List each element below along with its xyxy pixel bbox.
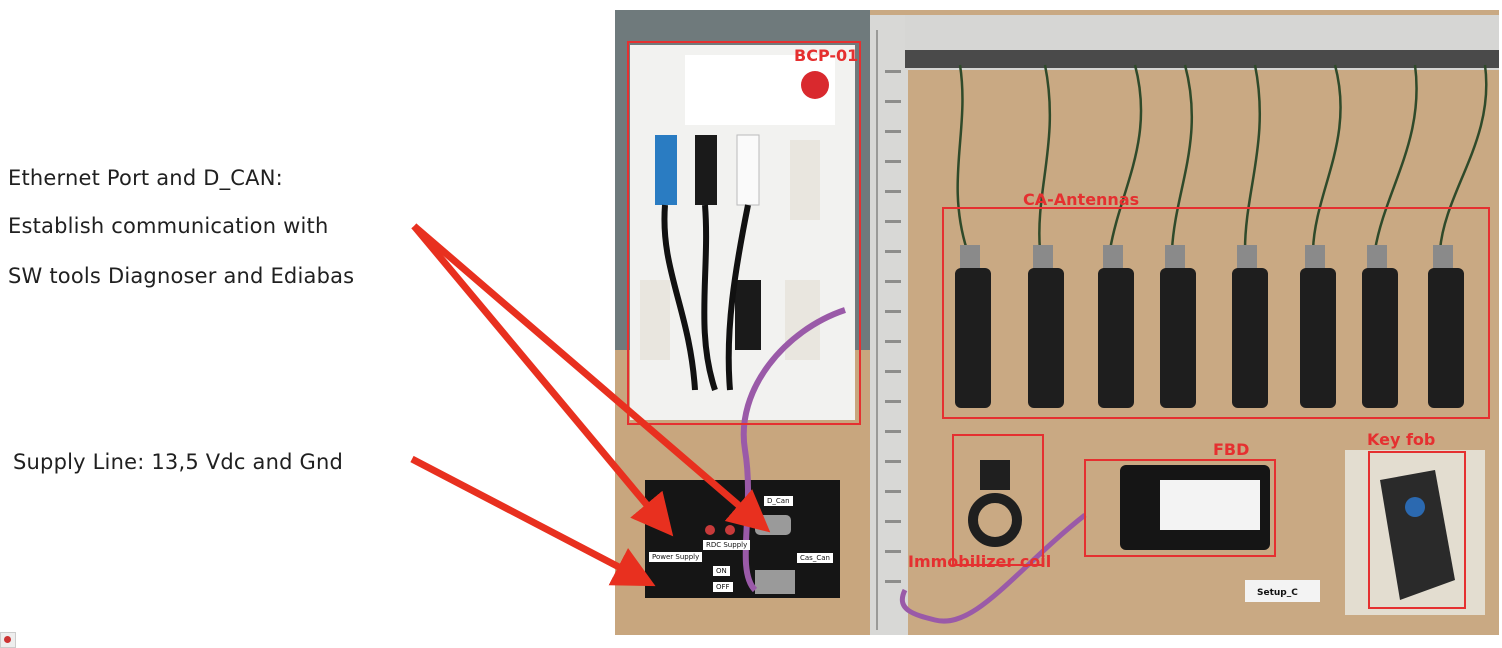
immobilizer-highlight [952, 434, 1044, 566]
test-setup-photo: BCP-01 CA-Antennas FBD Key fob Immobiliz… [615, 10, 1499, 635]
fbd-highlight [1084, 459, 1276, 557]
off-label: OFF [713, 582, 733, 592]
d-can-label: D_Can [764, 496, 793, 506]
setup-label: Setup_C [1257, 588, 1298, 598]
on-label: ON [713, 566, 730, 576]
key-fob-label: Key fob [1367, 430, 1436, 449]
antennas-highlight [942, 207, 1490, 419]
ca-antennas-label: CA-Antennas [1023, 190, 1140, 209]
broken-image-icon [0, 632, 16, 648]
arrow-to-supply [410, 455, 656, 587]
bcp-label: BCP-01 [794, 46, 859, 65]
fbd-label: FBD [1213, 440, 1250, 459]
cas-can-label: Cas_Can [797, 553, 833, 563]
annotation-establish-comm: Establish communication with [8, 214, 329, 238]
power-supply-label: Power Supply [649, 552, 703, 562]
keyfob-highlight [1368, 451, 1466, 609]
rdc-supply-label: RDC Supply [703, 540, 751, 550]
immobilizer-label: Immobilizer coil [908, 552, 1052, 571]
annotation-ethernet-dcan: Ethernet Port and D_CAN: [8, 166, 283, 190]
annotation-supply-line: Supply Line: 13,5 Vdc and Gnd [13, 450, 343, 474]
annotation-sw-tools: SW tools Diagnoser and Ediabas [8, 264, 355, 288]
